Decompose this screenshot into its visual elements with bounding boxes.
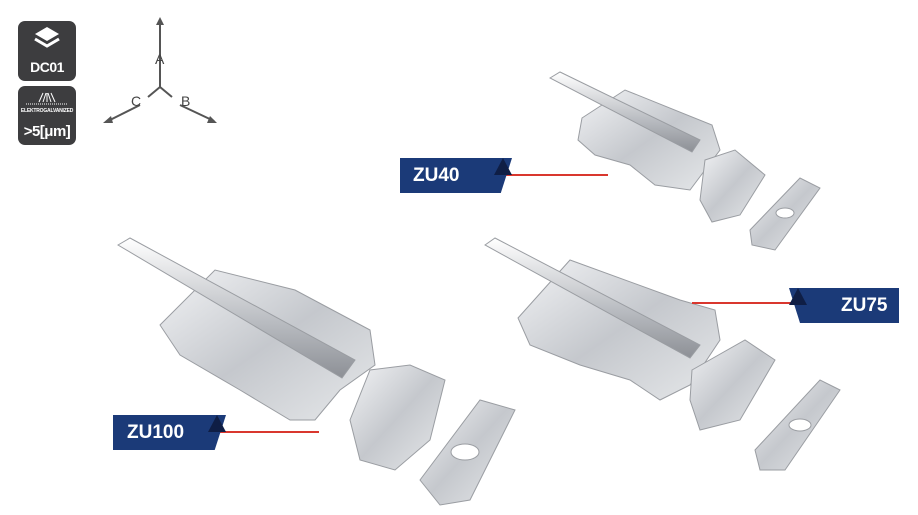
axis-label-b: B (181, 93, 191, 109)
zu40-label: ZU40 (400, 158, 512, 193)
zu75-label-text: ZU75 (841, 295, 888, 316)
zu100-label: ZU100 (113, 415, 226, 450)
coating-value: >5[μm] (23, 123, 71, 140)
zu100-leader-line (215, 431, 319, 433)
coating-caption: ELEKTROGALVANIZED (20, 108, 74, 114)
axis-diagram: A B C (100, 15, 225, 135)
latch-zu75-image (484, 237, 841, 471)
zu100-label-text: ZU100 (127, 422, 185, 443)
material-text: DC01 (30, 59, 64, 75)
zu75-label: ZU75 (789, 288, 899, 323)
zu40-leader-line (505, 174, 608, 176)
coating-badge: ELEKTROGALVANIZED >5[μm] (18, 86, 76, 145)
axis-label-a: A (155, 51, 165, 67)
material-badge: DC01 (18, 21, 76, 81)
axis-label-c: C (131, 93, 142, 109)
latch-zu40-image (548, 71, 821, 251)
spray-icon (26, 92, 68, 105)
latch-zu100-image (117, 237, 516, 506)
zu75-leader-line (692, 302, 800, 304)
zu40-label-text: ZU40 (413, 165, 460, 186)
axis-arrows-icon (103, 17, 217, 123)
layers-icon (34, 27, 60, 48)
